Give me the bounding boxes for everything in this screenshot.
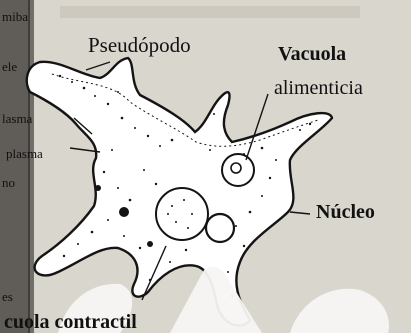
contractile-vacuole (206, 214, 234, 242)
label-plasma-2: plasma (6, 147, 43, 160)
food-vacuole (222, 154, 254, 186)
label-pseudopodo: Pseudópodo (88, 35, 191, 56)
label-vacuola-contractil: cuola contractil (4, 312, 137, 332)
label-no: no (2, 176, 15, 189)
label-es: es (2, 290, 13, 303)
label-nucleo: Núcleo (316, 202, 375, 222)
label-amiba: miba (2, 10, 28, 23)
page-gutter-edge (28, 0, 34, 333)
label-ele: ele (2, 60, 17, 73)
top-faded-text (60, 6, 360, 18)
granule (95, 185, 101, 191)
granule (119, 207, 129, 217)
label-plasma-1: lasma (2, 112, 32, 125)
label-vacuola-alimenticia-line1: Vacuola (278, 44, 346, 64)
page-gutter-shadow (0, 0, 30, 333)
label-vacuola-alimenticia-line2: alimenticia (274, 78, 363, 98)
granule (147, 241, 153, 247)
nucleus (156, 188, 208, 240)
